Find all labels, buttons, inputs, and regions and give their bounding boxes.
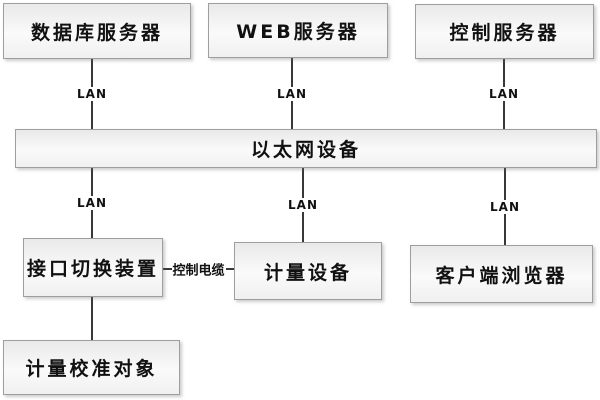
lan-edge-label: LAN — [74, 87, 110, 101]
node-web-server: WEB服务器 — [208, 3, 388, 58]
node-label-metering-device: 计量设备 — [263, 261, 352, 284]
cable-edge-label: 控制电缆 — [171, 259, 226, 279]
node-label-db-server: 数据库服务器 — [30, 21, 163, 44]
lan-edge-label: LAN — [74, 196, 110, 210]
node-metering-device: 计量设备 — [234, 242, 382, 300]
node-interface-switch: 接口切换装置 — [23, 238, 163, 297]
lan-edge-label: LAN — [486, 87, 522, 101]
node-control-server: 控制服务器 — [415, 4, 594, 59]
node-client-browser: 客户端浏览器 — [410, 245, 593, 303]
node-calibration-object: 计量校准对象 — [3, 340, 180, 395]
node-ethernet-device: 以太网设备 — [15, 129, 597, 168]
node-db-server: 数据库服务器 — [3, 3, 191, 59]
connector-switch-to-calibration — [91, 297, 93, 340]
lan-edge-label: LAN — [285, 198, 321, 212]
node-label-control-server: 控制服务器 — [449, 22, 560, 44]
lan-edge-label: LAN — [274, 86, 310, 101]
node-label-interface-switch: 接口切换装置 — [26, 258, 159, 280]
node-label-web-server: WEB服务器 — [236, 21, 360, 43]
lan-edge-label: LAN — [487, 199, 523, 214]
node-label-ethernet-device: 以太网设备 — [250, 139, 361, 161]
node-label-client-browser: 客户端浏览器 — [435, 264, 568, 287]
node-label-calibration-object: 计量校准对象 — [25, 358, 158, 380]
